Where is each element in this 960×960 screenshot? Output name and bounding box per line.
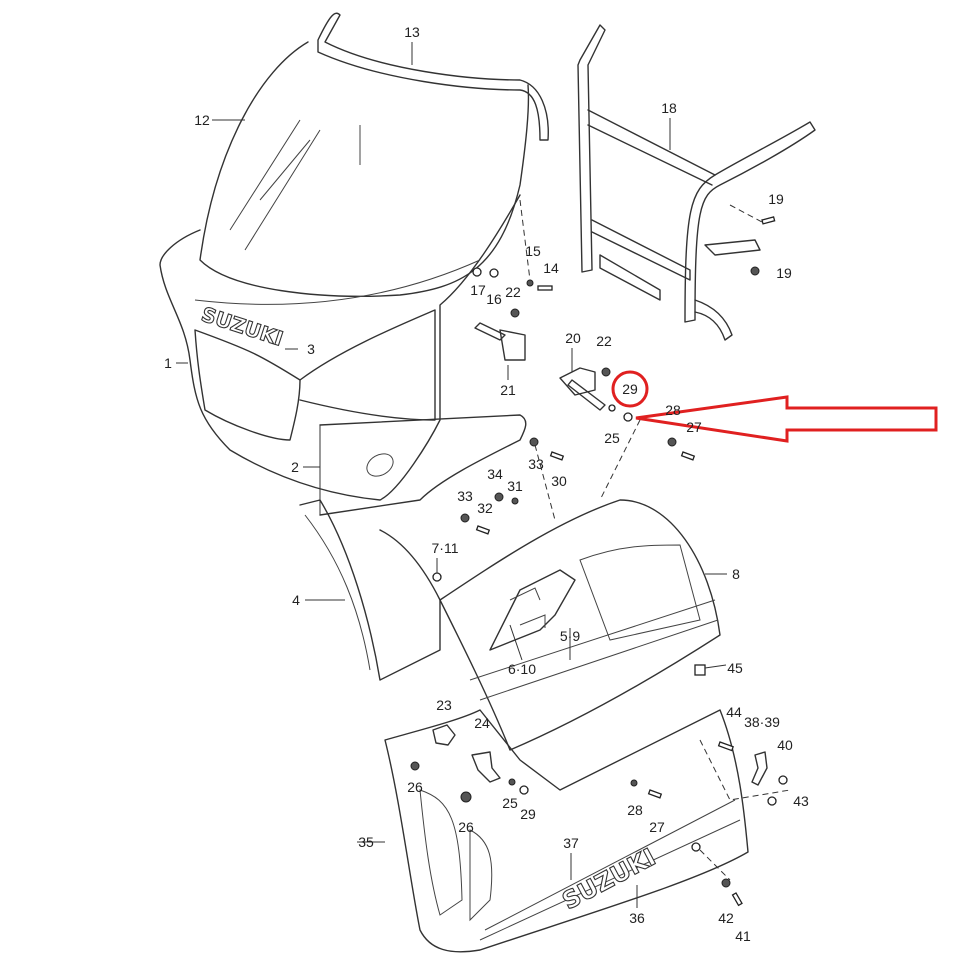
callout-36: 36: [629, 910, 645, 926]
callout-15: 15: [525, 243, 541, 259]
callout-37: 37: [563, 835, 579, 851]
callout-7-11: 7·11: [431, 540, 459, 556]
callout-27b: 27: [649, 819, 665, 835]
callout-45: 45: [727, 660, 743, 676]
callout-28b: 28: [627, 802, 643, 818]
callout-19a: 19: [768, 191, 784, 207]
under-cowl-part: SUZUKI: [384, 709, 749, 953]
callout-32: 32: [477, 500, 493, 516]
callout-34: 34: [487, 466, 503, 482]
callout-33a: 33: [528, 456, 544, 472]
side-panel-part: [319, 414, 527, 516]
upper-cowl-part: SUZUKI: [159, 194, 521, 501]
fasteners: [410, 216, 788, 907]
callout-28a: 28: [665, 402, 681, 418]
callout-25a: 25: [604, 430, 620, 446]
callout-6-10: 6·10: [507, 661, 537, 677]
callout-12: 12: [194, 112, 210, 128]
callout-23: 23: [436, 697, 452, 713]
callout-22b: 22: [596, 333, 612, 349]
callout-18: 18: [661, 100, 677, 116]
callout-25b: 25: [502, 795, 518, 811]
callout-31: 31: [507, 478, 523, 494]
svg-text:SUZUKI: SUZUKI: [558, 843, 661, 915]
callout-26b: 26: [458, 819, 474, 835]
callout-4: 4: [292, 592, 300, 608]
lower-side-panel-part: [299, 499, 441, 681]
callout-19b: 19: [776, 265, 792, 281]
small-brackets: [432, 322, 768, 786]
callout-29b: 29: [520, 806, 536, 822]
callout-3: 3: [307, 341, 315, 357]
callout-33b: 33: [457, 488, 473, 504]
callout-42: 42: [718, 910, 734, 926]
callout-35: 35: [358, 834, 374, 850]
callout-5-9: 5·9: [559, 628, 581, 644]
callout-22a: 22: [505, 284, 521, 300]
callout-8: 8: [732, 566, 740, 582]
callout-38-39: 38·39: [744, 714, 780, 730]
callout-30: 30: [551, 473, 567, 489]
leader-lines: [176, 42, 791, 908]
screen-trim-part: [317, 12, 549, 141]
highlight-annotation: [611, 370, 938, 443]
callout-40: 40: [777, 737, 793, 753]
callout-43: 43: [793, 793, 809, 809]
center-cowl-part: [439, 499, 721, 751]
callout-16: 16: [486, 291, 502, 307]
fairing-bracket-part: [577, 24, 816, 341]
callout-41: 41: [735, 928, 751, 944]
callout-14: 14: [543, 260, 559, 276]
callout-44: 44: [726, 704, 742, 720]
callout-17: 17: [470, 282, 486, 298]
callout-26a: 26: [407, 779, 423, 795]
callout-2: 2: [291, 459, 299, 475]
callout-20: 20: [565, 330, 581, 346]
callout-27a: 27: [686, 419, 702, 435]
callout-13: 13: [404, 24, 420, 40]
windscreen-part: [199, 41, 530, 297]
callout-1: 1: [164, 355, 172, 371]
svg-text:SUZUKI: SUZUKI: [198, 302, 286, 351]
callout-24: 24: [474, 715, 490, 731]
callout-21: 21: [500, 382, 516, 398]
callout-29-highlighted: 29: [622, 381, 638, 397]
